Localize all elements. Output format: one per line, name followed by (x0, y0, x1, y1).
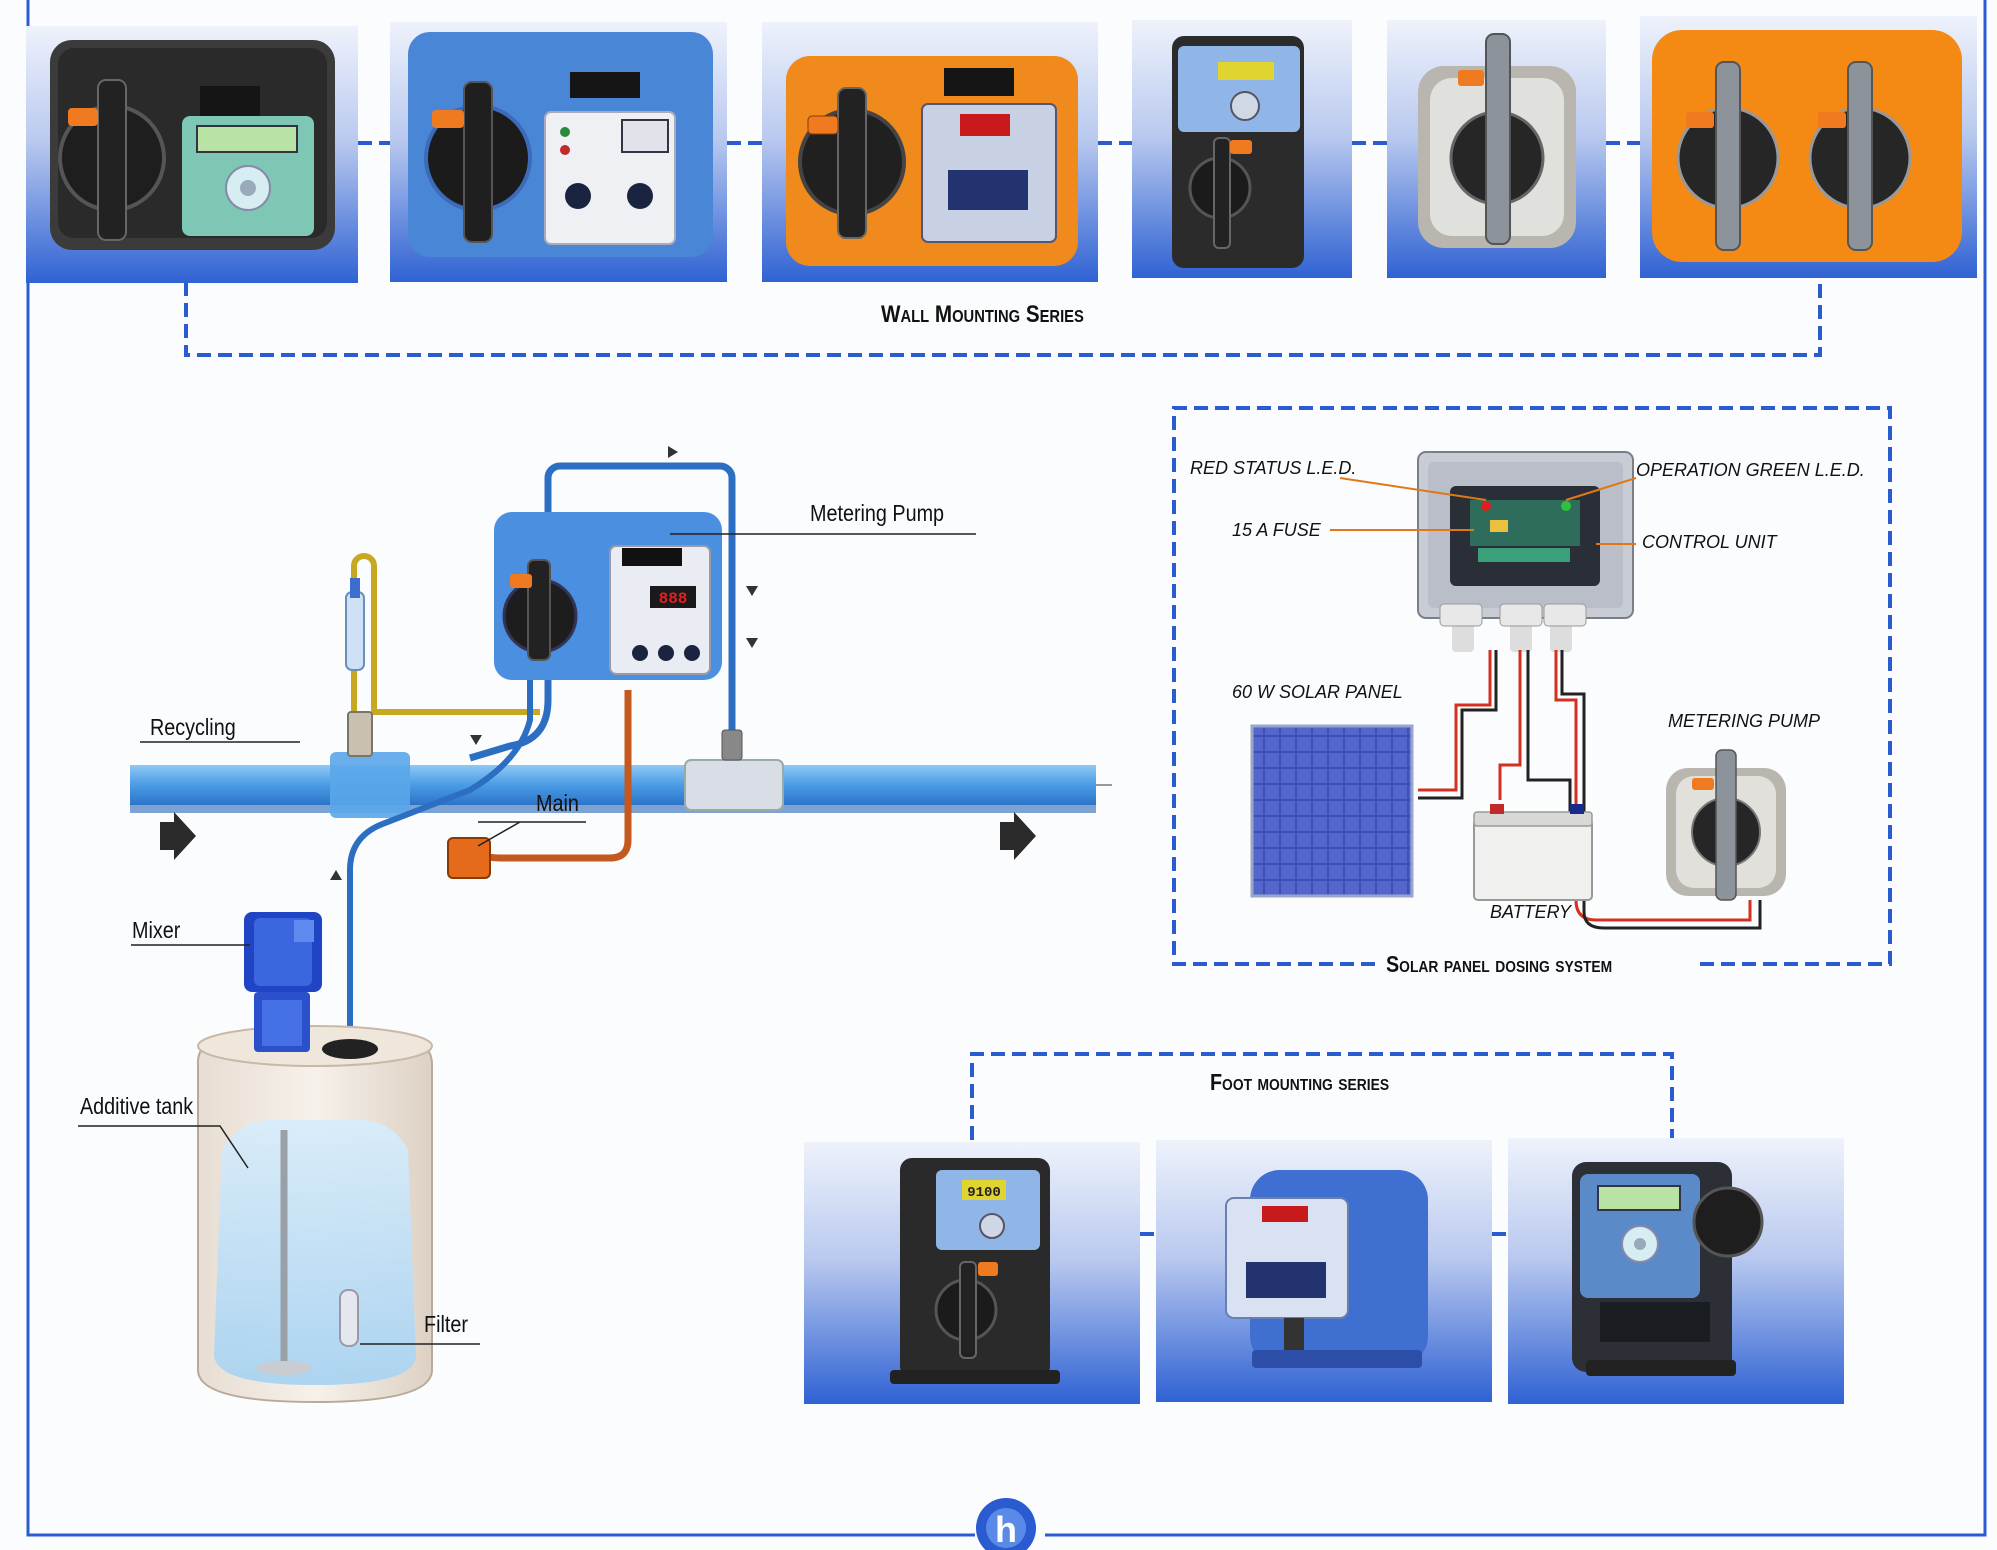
wall-pump-tile-5[interactable] (1387, 20, 1606, 278)
mixer (244, 912, 322, 1052)
wall-mounting-series: Wall Mounting Series (26, 16, 1977, 357)
label-battery: BATTERY (1490, 902, 1573, 922)
foot-pump-1-display: 9100 (967, 1185, 1001, 1201)
page-frame (26, 0, 1987, 1537)
main-pipe (130, 765, 1096, 805)
battery[interactable] (1473, 804, 1593, 901)
installation-diagram: 888 (78, 446, 1112, 1404)
label-control-unit: CONTROL UNIT (1642, 532, 1779, 552)
flow-arrow-left (160, 812, 196, 860)
solar-metering-pump[interactable] (1666, 749, 1786, 901)
label-additive-tank: Additive tank (80, 1094, 193, 1120)
label-recycling: Recycling (150, 715, 236, 741)
label-operation-green-led: OPERATION GREEN L.E.D. (1636, 460, 1865, 480)
solar-frame (1172, 406, 1892, 966)
wall-bracket (184, 282, 1822, 357)
label-filter: Filter (424, 1312, 468, 1338)
installation-pump-display: 888 (659, 590, 688, 608)
filter (339, 1289, 359, 1347)
flow-arrow-right (1000, 812, 1036, 860)
label-red-status-led: RED STATUS L.E.D. (1190, 458, 1356, 478)
foot-bracket (970, 1052, 1674, 1140)
control-unit[interactable] (1417, 451, 1634, 652)
wall-pump-tile-4[interactable] (1132, 20, 1352, 278)
solar-panel[interactable] (1250, 724, 1414, 898)
label-15a-fuse: 15 A FUSE (1232, 520, 1322, 540)
label-60w-solar-panel: 60 W SOLAR PANEL (1232, 682, 1403, 702)
foot-pump-tile-1[interactable]: 9100 (804, 1142, 1140, 1404)
label-main: Main (536, 791, 579, 817)
company-logo[interactable]: h (976, 1498, 1036, 1550)
foot-pump-tile-2[interactable] (1156, 1140, 1492, 1402)
additive-tank (196, 1025, 433, 1404)
wall-pump-tile-3[interactable] (762, 22, 1098, 282)
wall-pump-tile-1[interactable] (26, 26, 358, 283)
solar-title: Solar panel dosing system (1386, 952, 1612, 978)
main-socket (447, 837, 491, 879)
foot-mounting-series: Foot mounting series 9100 (804, 1052, 1844, 1404)
foot-mounting-title: Foot mounting series (1210, 1070, 1389, 1096)
label-metering-pump-solar: METERING PUMP (1668, 711, 1820, 731)
label-metering-pump: Metering Pump (810, 501, 944, 527)
foot-pump-tile-3[interactable] (1508, 1138, 1844, 1404)
wall-pump-tile-6[interactable] (1640, 16, 1977, 278)
probe (345, 591, 365, 671)
label-mixer: Mixer (132, 918, 180, 944)
wall-mounting-title: Wall Mounting Series (881, 301, 1084, 328)
solar-dosing-system: RED STATUS L.E.D. OPERATION GREEN L.E.D.… (1172, 406, 1892, 978)
wall-pump-tile-2[interactable] (390, 22, 727, 282)
company-logo-text: h (995, 1509, 1017, 1550)
installation-metering-pump[interactable]: 888 (494, 512, 722, 680)
